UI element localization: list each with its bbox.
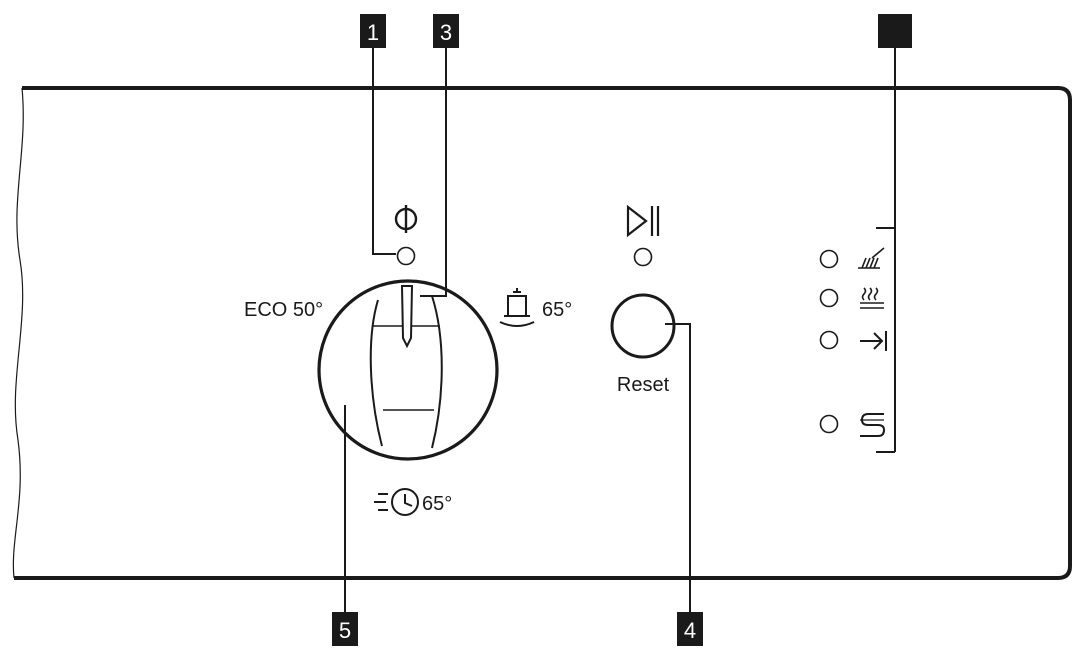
leader-line-1 xyxy=(372,48,396,255)
phase-indicators xyxy=(819,247,887,437)
leader-line-bracket xyxy=(876,48,896,229)
callout-4-number: 4 xyxy=(684,618,696,643)
start-pause-reset-button[interactable] xyxy=(610,293,676,359)
start-pause-indicator-light xyxy=(633,247,653,267)
leader-line-3 xyxy=(420,48,447,297)
intensive-pot-icon xyxy=(499,288,535,327)
drying-phase-icon xyxy=(860,287,884,309)
intensive-65-label: 65° xyxy=(542,299,572,321)
callout-blank xyxy=(878,14,912,48)
callout-1: 1 xyxy=(360,14,386,48)
leader-line-4 xyxy=(665,323,691,612)
leader-lines xyxy=(344,48,896,612)
end-phase-light xyxy=(819,330,839,350)
callout-4: 4 xyxy=(677,612,703,646)
callout-5-number: 5 xyxy=(339,618,351,643)
callout-3-number: 3 xyxy=(440,20,452,45)
end-phase-icon xyxy=(860,331,887,351)
panel-outline xyxy=(12,86,1072,580)
reset-label: Reset xyxy=(617,374,670,396)
dial-pointer xyxy=(400,285,414,349)
salt-refill-light xyxy=(819,414,839,434)
power-indicator-light xyxy=(396,246,416,266)
quick-65-label: 65° xyxy=(422,493,452,515)
start-pause-icon xyxy=(626,204,660,238)
programme-dial[interactable] xyxy=(317,279,499,461)
wash-phase-icon xyxy=(858,247,885,269)
callout-5: 5 xyxy=(332,612,358,646)
salt-refill-icon xyxy=(860,413,886,437)
wash-phase-light xyxy=(819,249,839,269)
power-icon xyxy=(394,205,418,233)
callout-3: 3 xyxy=(433,14,459,48)
drying-phase-light xyxy=(819,288,839,308)
eco-50-label: ECO 50° xyxy=(244,299,323,321)
quick-clock-icon xyxy=(374,488,419,516)
callout-1-number: 1 xyxy=(367,20,379,45)
